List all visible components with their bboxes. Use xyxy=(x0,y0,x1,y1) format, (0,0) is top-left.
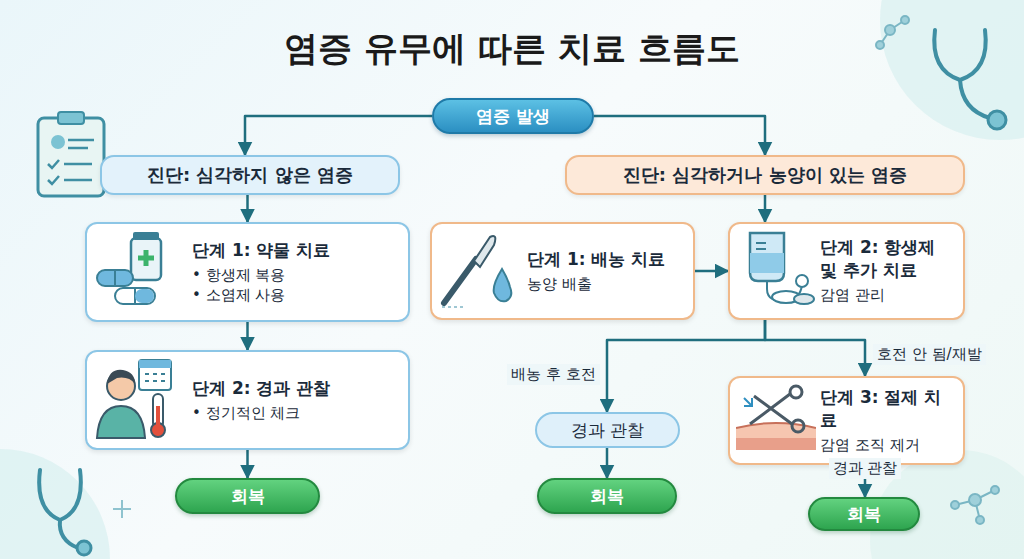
status-pill: 회복 xyxy=(537,478,677,514)
icon xyxy=(93,356,177,444)
edge-label: 호전 안 됨/재발 xyxy=(873,344,986,365)
process-box: 단계 3: 절제 치료감염 조직 제거 xyxy=(728,376,965,465)
icon xyxy=(438,229,518,313)
status-pill: 염증 발생 xyxy=(432,98,594,134)
diagram-title: 염증 유무에 따른 치료 흐름도 xyxy=(0,26,1024,72)
node-heading: 회복 xyxy=(847,503,881,526)
node-heading: 회복 xyxy=(590,485,624,508)
node-heading: 단계 1: 배농 치료 xyxy=(527,248,685,271)
icon xyxy=(93,230,173,314)
node-body: 감염 관리 xyxy=(820,285,955,305)
flow-arrow xyxy=(245,116,432,155)
node-body: 감염 조직 제거 xyxy=(820,435,955,455)
process-box: 단계 2: 경과 관찰 • 정기적인 체크 xyxy=(85,350,410,450)
flow-arrow xyxy=(246,322,249,350)
status-pill: 회복 xyxy=(175,478,320,514)
process-box: 단계 2: 항생제 및 추가 치료감염 관리 xyxy=(728,222,965,320)
node-heading: 진단: 심각하거나 농양이 있는 염증 xyxy=(623,163,907,187)
flow-arrow xyxy=(765,320,865,376)
node-heading: 단계 2: 항생제 및 추가 치료 xyxy=(820,236,955,282)
node-heading: 단계 1: 약물 치료 xyxy=(192,239,400,262)
node-heading: 회복 xyxy=(231,485,265,508)
node-body: • 항생제 복용 xyxy=(192,265,400,285)
diagnosis-box: 진단: 심각하지 않은 염증 xyxy=(100,155,400,195)
node-heading: 염증 발생 xyxy=(476,105,550,128)
node-heading: 단계 2: 경과 관찰 xyxy=(192,377,400,400)
edge-label: 배농 후 호전 xyxy=(507,364,600,385)
process-box: 단계 1: 배농 치료농양 배출 xyxy=(430,222,695,320)
edge-label: 경과 관찰 xyxy=(829,458,902,479)
node-heading: 단계 3: 절제 치료 xyxy=(820,386,955,432)
node-body: 농양 배출 xyxy=(527,274,685,294)
flow-arrow xyxy=(594,116,765,155)
diagnosis-box: 진단: 심각하거나 농양이 있는 염증 xyxy=(565,155,965,195)
node-body: • 정기적인 체크 xyxy=(192,403,400,423)
flow-arrow xyxy=(764,195,767,222)
flow-arrow xyxy=(695,270,728,273)
icon xyxy=(736,384,816,458)
status-pill: 경과 관찰 xyxy=(535,412,680,448)
process-box: 단계 1: 약물 치료 • 항생제 복용• 소염제 사용 xyxy=(85,222,410,322)
status-pill: 회복 xyxy=(808,497,920,531)
flow-arrow xyxy=(606,448,609,478)
node-heading: 진단: 심각하지 않은 염증 xyxy=(147,163,353,187)
flow-arrow xyxy=(246,195,249,222)
flow-arrow xyxy=(246,450,249,478)
node-heading: 경과 관찰 xyxy=(571,419,644,442)
icon xyxy=(736,229,816,313)
node-body: • 소염제 사용 xyxy=(192,285,400,305)
